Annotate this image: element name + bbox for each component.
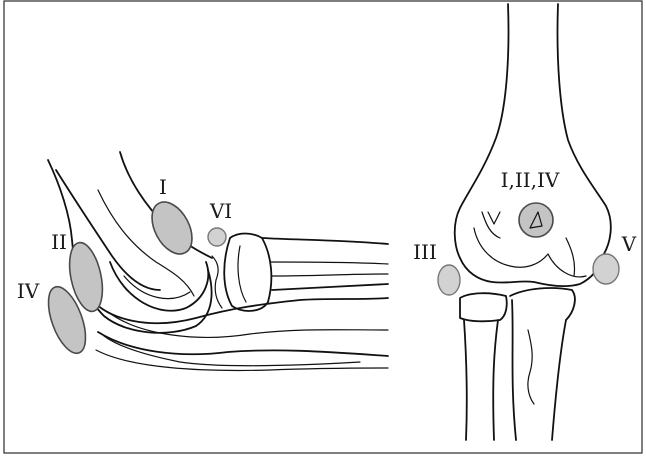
label-zone-vi: VI bbox=[209, 199, 232, 223]
portal-zone-vi bbox=[208, 228, 226, 246]
portal-zone-v bbox=[593, 254, 619, 284]
portal-zone-iii bbox=[438, 265, 460, 295]
label-zone-iv: IV bbox=[17, 279, 40, 303]
label-zone-center: I,II,IV bbox=[501, 168, 560, 192]
portal-zone-center bbox=[519, 203, 553, 237]
label-zone-v: V bbox=[621, 232, 637, 256]
label-zone-ii: II bbox=[51, 230, 67, 254]
label-zone-iii: III bbox=[413, 240, 437, 264]
label-zone-i: I bbox=[159, 175, 167, 199]
